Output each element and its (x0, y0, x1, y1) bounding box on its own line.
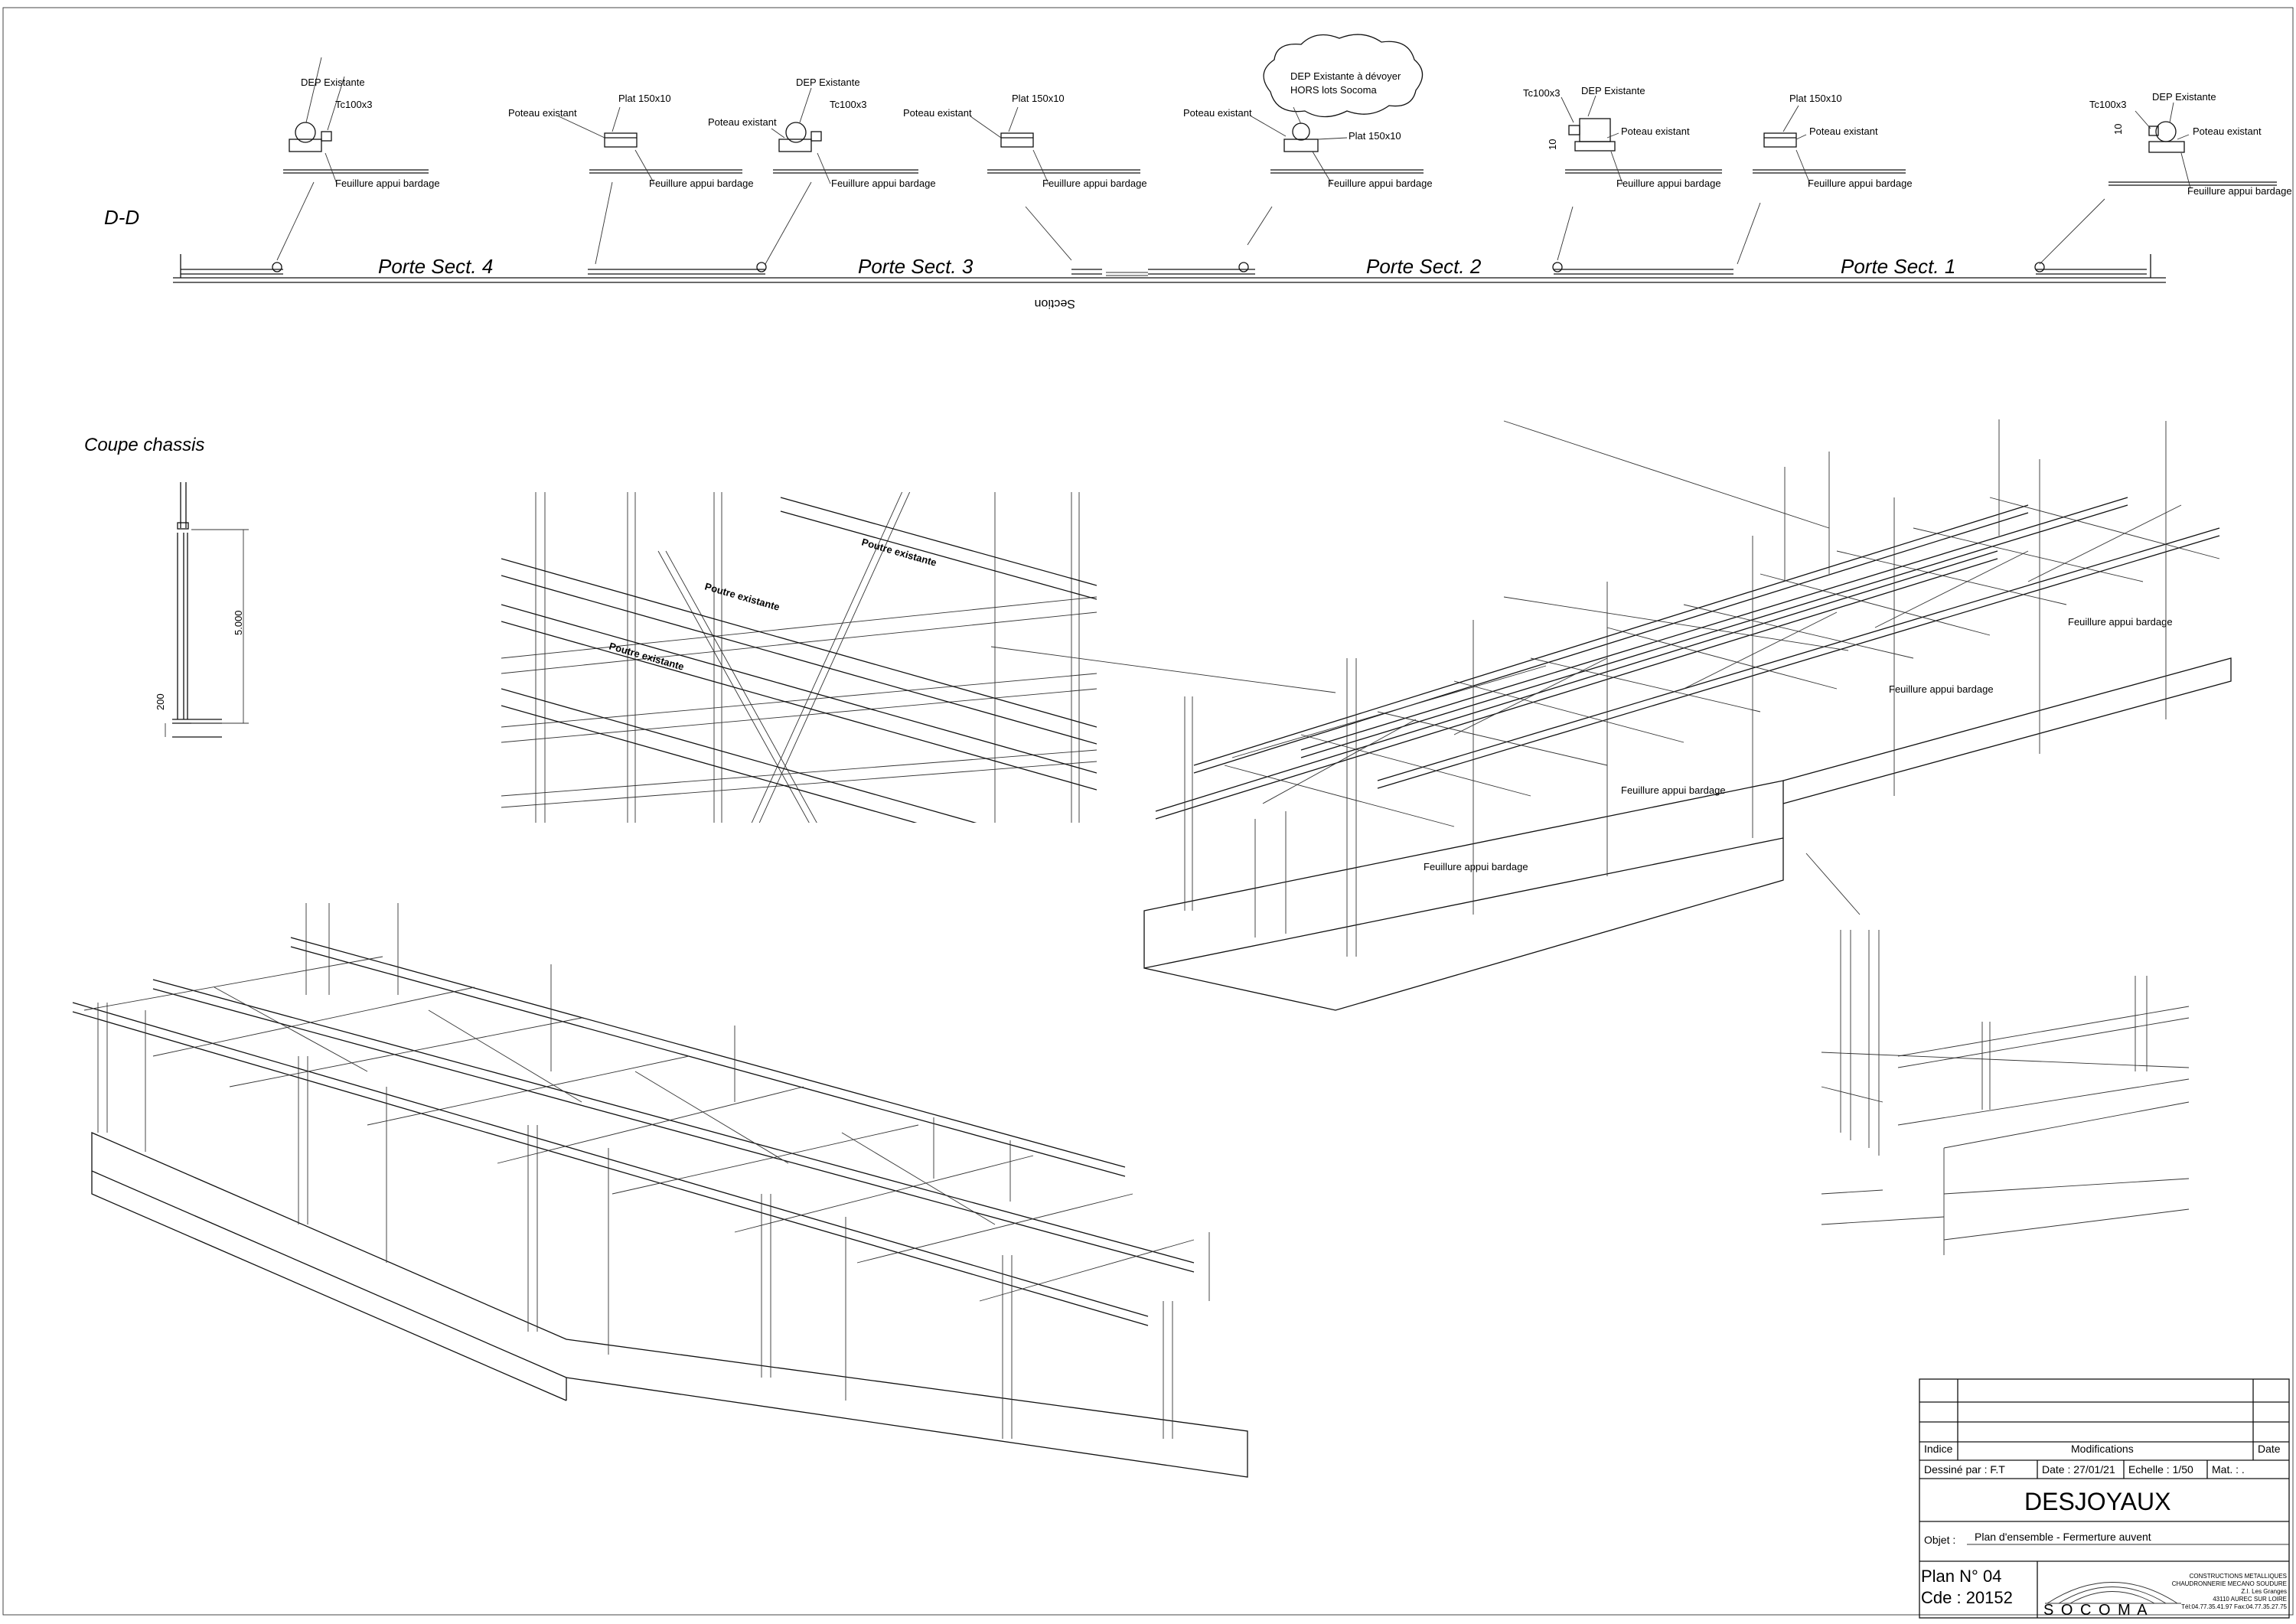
section-baseline (173, 254, 2166, 283)
iso-label-3: Feuillure appui bardage (1889, 683, 1994, 695)
detail-callout-2: Poteau existant Plat 150x10 Feuillure ap… (508, 93, 754, 189)
detail-leader (990, 646, 1336, 693)
section-word: Section (1035, 297, 1075, 310)
label-dep: DEP Existante (796, 77, 860, 88)
label-dep-devoyer-2: HORS lots Socoma (1290, 84, 1377, 96)
detail-callout-8: Tc100x3 DEP Existante 10 Poteau existant… (2089, 91, 2292, 197)
label-plat: Plat 150x10 (1789, 93, 1842, 104)
iso-label-1: Feuillure appui bardage (1424, 861, 1528, 872)
title-block: Indice Modifications Date Dessiné par : … (1919, 1378, 2290, 1619)
label-poteau: Poteau existant (708, 116, 777, 128)
tb-material: Mat. : . (2212, 1463, 2245, 1476)
door-label-1: Porte Sect. 1 (1841, 255, 1955, 278)
detail-callout-6: Tc100x3 DEP Existante 10 Poteau existant… (1523, 85, 1722, 189)
revision-cloud (1263, 34, 1424, 118)
iso-label-2: Feuillure appui bardage (1621, 784, 1726, 796)
label-poteau: Poteau existant (1183, 107, 1252, 119)
socoma-logo: S O C O M A (2043, 1582, 2181, 1619)
coupe-chassis: Coupe chassis 5.000 200 (84, 435, 249, 738)
label-tc: Tc100x3 (2089, 99, 2126, 110)
coupe-chassis-title: Coupe chassis (84, 435, 204, 455)
beam-label-2: Poutre existante (703, 580, 781, 612)
tb-company-line-2: CHAUDRONNERIE MECANO SOUDURE (2172, 1580, 2287, 1587)
tb-header-date: Date (2258, 1443, 2281, 1455)
detail-leaders (276, 181, 2105, 265)
label-tc: Tc100x3 (830, 99, 866, 110)
label-dim-10: 10 (2112, 124, 2124, 135)
detail-poutre-view: Poutre existante Poutre existante Poutre… (501, 492, 1336, 823)
label-feuillure: Feuillure appui bardage (1808, 178, 1913, 189)
label-poteau: Poteau existant (1809, 126, 1878, 137)
sheet-border (2, 7, 2294, 1616)
label-poteau: Poteau existant (903, 107, 972, 119)
tb-object-label: Objet : (1924, 1534, 1955, 1546)
iso-label-4: Feuillure appui bardage (2068, 616, 2173, 628)
label-feuillure: Feuillure appui bardage (335, 178, 440, 189)
label-feuillure: Feuillure appui bardage (2187, 185, 2292, 197)
detail-callout-5: DEP Existante à dévoyer HORS lots Socoma… (1183, 34, 1433, 189)
beam-label-3: Poutre existante (608, 640, 685, 672)
door-panels (181, 262, 2147, 275)
tb-client: DESJOYAUX (2024, 1488, 2170, 1515)
door-label-2: Porte Sect. 2 (1366, 255, 1482, 278)
detail-callout-1: DEP Existante Tc100x3 Feuillure appui ba… (283, 57, 440, 189)
label-poteau: Poteau existant (2193, 126, 2262, 137)
iso-view-right: Feuillure appui bardage Feuillure appui … (1143, 419, 2232, 1011)
tb-date: Date : 27/01/21 (2042, 1463, 2115, 1476)
door-label-3: Porte Sect. 3 (858, 255, 974, 278)
label-plat: Plat 150x10 (1349, 130, 1401, 142)
label-dep: DEP Existante (1581, 85, 1645, 96)
tb-company: S O C O M A (2043, 1602, 2149, 1619)
door-label-4: Porte Sect. 4 (378, 255, 493, 278)
label-feuillure: Feuillure appui bardage (649, 178, 754, 189)
tb-object-value: Plan d'ensemble - Fermerture auvent (1975, 1531, 2151, 1543)
tb-drawn-by: Dessiné par : F.T (1924, 1463, 2005, 1476)
label-poteau: Poteau existant (508, 107, 577, 119)
label-plat: Plat 150x10 (618, 93, 671, 104)
label-dep: DEP Existante (2152, 91, 2216, 103)
coupe-base-dim: 200 (155, 693, 166, 710)
detail-callout-3: DEP Existante Tc100x3 Poteau existant Fe… (708, 77, 936, 189)
iso-view-left (72, 903, 1248, 1478)
detail-corner-view (1821, 930, 2190, 1255)
tb-scale: Echelle : 1/50 (2128, 1463, 2193, 1476)
label-feuillure: Feuillure appui bardage (1042, 178, 1147, 189)
coupe-height-dim: 5.000 (233, 610, 244, 635)
detail-callout-4: Poteau existant Plat 150x10 Feuillure ap… (903, 93, 1147, 189)
tb-header-indice: Indice (1924, 1443, 1953, 1455)
tb-company-line-3: Z.I. Les Granges (2241, 1588, 2287, 1595)
tb-company-line-5: Tél:04.77.35.41.97 Fax:04.77.35.27.75 (2181, 1603, 2287, 1610)
section-dd: D-D Porte Sect. 4 Porte Sect. 3 Porte Se… (104, 34, 2292, 310)
tb-company-line-4: 43110 AUREC SUR LOIRE (2213, 1596, 2287, 1603)
label-poteau: Poteau existant (1621, 126, 1690, 137)
tb-header-modifications: Modifications (2071, 1443, 2134, 1455)
detail-callout-7: Plat 150x10 Poteau existant Feuillure ap… (1753, 93, 1913, 189)
label-feuillure: Feuillure appui bardage (1328, 178, 1433, 189)
label-plat: Plat 150x10 (1012, 93, 1065, 104)
tb-company-line-1: CONSTRUCTIONS METALLIQUES (2190, 1573, 2287, 1580)
label-tc: Tc100x3 (335, 99, 372, 110)
label-dep-devoyer-1: DEP Existante à dévoyer (1290, 70, 1401, 82)
label-tc: Tc100x3 (1523, 87, 1560, 99)
label-dep: DEP Existante (301, 77, 365, 88)
label-feuillure: Feuillure appui bardage (831, 178, 936, 189)
tb-plan-number: Plan N° 04 (1921, 1567, 2001, 1586)
label-dim-10: 10 (1547, 139, 1558, 150)
tb-order-number: Cde : 20152 (1921, 1588, 2013, 1607)
label-feuillure: Feuillure appui bardage (1616, 178, 1721, 189)
view-label-dd: D-D (104, 206, 139, 229)
